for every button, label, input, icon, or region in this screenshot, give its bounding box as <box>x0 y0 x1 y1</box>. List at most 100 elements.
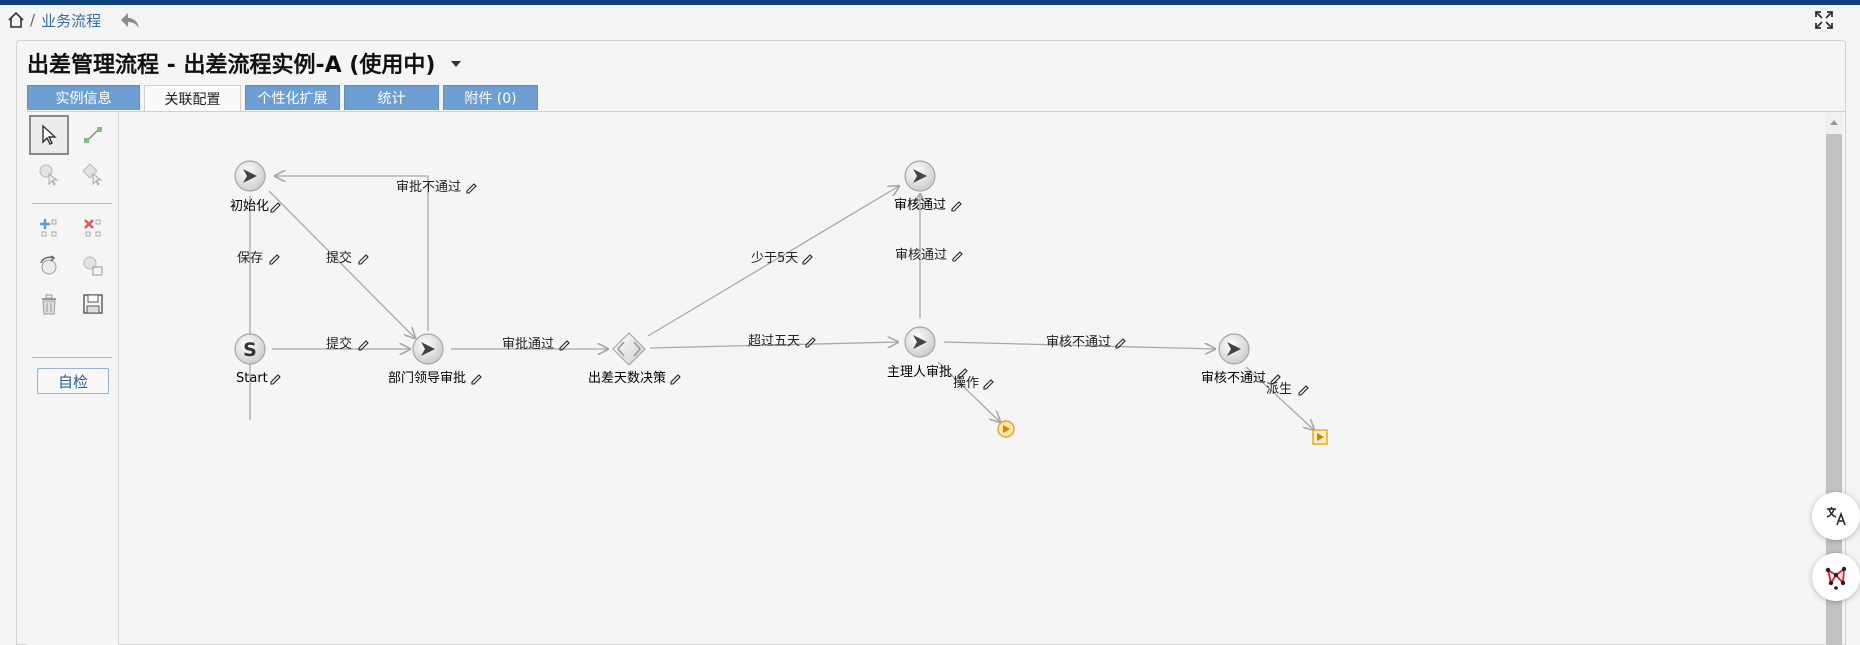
edit-pencil-icon[interactable] <box>270 374 281 385</box>
remove-node-tool[interactable] <box>73 208 113 248</box>
play-arrow-icon <box>913 169 927 183</box>
edge-reject-1[interactable] <box>275 176 429 331</box>
node-label: 审核不通过 <box>1201 371 1266 386</box>
edit-pencil-icon[interactable] <box>358 340 369 351</box>
node-init[interactable]: 初始化 <box>230 160 281 214</box>
title-dropdown-caret-icon[interactable] <box>451 61 462 67</box>
network-nodes-icon <box>1825 566 1847 590</box>
page-title-text: 出差管理流程 - 出差流程实例-A (使用中) <box>27 53 436 78</box>
edit-pencil-icon[interactable] <box>952 251 963 262</box>
tab-association-config[interactable]: 关联配置 <box>144 85 241 112</box>
edge-label-pass-2[interactable]: 审核通过 <box>895 248 963 263</box>
subprocess-icon <box>83 256 103 276</box>
edit-pencil-icon[interactable] <box>670 374 681 385</box>
node-days-decision[interactable]: 出差天数决策 <box>588 332 681 386</box>
edge-label-derive[interactable]: 派生 <box>1266 382 1309 397</box>
select-tool[interactable] <box>29 115 69 155</box>
subprocess-tool[interactable] <box>73 246 113 286</box>
tab-instance-info[interactable]: 实例信息 <box>27 85 140 110</box>
node-start[interactable]: S Start <box>234 333 281 386</box>
save-tool[interactable] <box>73 284 113 324</box>
edge-derive[interactable] <box>1245 366 1314 430</box>
node-manager-approval[interactable]: 主理人审批 <box>887 326 968 380</box>
scroll-up-arrow-icon[interactable] <box>1830 120 1838 125</box>
node-approved[interactable]: 审核通过 <box>894 160 962 213</box>
edge-operate[interactable] <box>937 361 1000 422</box>
toolbox-divider <box>32 203 112 204</box>
edit-pencil-icon[interactable] <box>269 254 280 265</box>
home-icon[interactable] <box>6 10 26 30</box>
edit-pencil-icon[interactable] <box>471 374 482 385</box>
node-label: 部门领导审批 <box>388 371 466 386</box>
svg-text:提交: 提交 <box>326 250 352 266</box>
edge-label-more-than-5[interactable]: 超过五天 <box>748 334 816 349</box>
edit-pencil-icon[interactable] <box>951 201 962 212</box>
play-arrow-icon <box>1227 342 1241 356</box>
node-select-tool[interactable] <box>29 154 69 194</box>
edge-label-submit-1[interactable]: 提交 <box>326 250 369 266</box>
edge-label-less-than-5[interactable]: 少于5天 <box>751 251 813 266</box>
play-arrow-icon <box>243 169 257 183</box>
edge-label-operate[interactable]: 操作 <box>953 375 994 391</box>
page-title: 出差管理流程 - 出差流程实例-A (使用中) <box>27 47 462 79</box>
node-pointer-icon <box>39 164 59 186</box>
diagram-canvas: 保存 提交 审批不通过 提交 审批通过 少于5天 超过五天 审核通过 审核不通过… <box>118 112 1825 645</box>
node-rejected[interactable]: 审核不通过 <box>1201 333 1281 386</box>
delete-tool[interactable] <box>29 284 69 324</box>
edit-pencil-icon[interactable] <box>1270 374 1281 385</box>
edit-pencil-icon[interactable] <box>270 202 281 213</box>
edge-label-pass-1[interactable]: 审批通过 <box>502 337 570 352</box>
edge-label-reject-1[interactable]: 审批不通过 <box>396 180 477 195</box>
connector-icon <box>84 127 102 143</box>
diagram-edges <box>249 176 1314 430</box>
start-symbol: S <box>243 339 257 361</box>
node-label: 初始化 <box>230 199 269 214</box>
process-diagram: 保存 提交 审批不通过 提交 审批通过 少于5天 超过五天 审核通过 审核不通过… <box>230 160 1328 445</box>
edit-pencil-icon[interactable] <box>1115 338 1126 349</box>
svg-text:审核不通过: 审核不通过 <box>1046 335 1111 350</box>
tab-statistics[interactable]: 统计 <box>344 85 439 110</box>
add-node-tool[interactable] <box>29 208 69 248</box>
edit-pencil-icon[interactable] <box>805 337 816 348</box>
network-tool-button[interactable] <box>1812 553 1860 601</box>
node-label: 出差天数决策 <box>588 370 666 386</box>
node-label: 主理人审批 <box>887 365 952 380</box>
gateway-select-tool[interactable] <box>73 154 113 194</box>
edit-pencil-icon[interactable] <box>983 379 994 390</box>
edge-label-save[interactable]: 保存 <box>237 251 280 266</box>
self-check-button[interactable]: 自检 <box>37 368 109 394</box>
node-label: 审核通过 <box>894 198 946 213</box>
node-derived-subprocess[interactable] <box>1312 429 1328 445</box>
edit-pencil-icon[interactable] <box>466 183 477 194</box>
connect-tool[interactable] <box>73 115 113 155</box>
tab-attachments[interactable]: 附件 (0) <box>443 85 538 110</box>
translate-button[interactable] <box>1812 492 1860 540</box>
tab-underline <box>27 111 1845 112</box>
edge-submit-1[interactable] <box>268 190 415 338</box>
edit-pencil-icon[interactable] <box>802 254 813 265</box>
rotate-tool[interactable] <box>29 246 69 286</box>
edge-more-than-5[interactable] <box>649 342 898 349</box>
edit-pencil-icon[interactable] <box>957 368 968 379</box>
fullscreen-icon[interactable] <box>1814 10 1834 30</box>
edge-label-submit-2[interactable]: 提交 <box>326 336 369 352</box>
edge-reject-2[interactable] <box>943 341 1215 349</box>
svg-text:派生: 派生 <box>1266 382 1292 397</box>
back-arrow-icon[interactable] <box>119 11 141 29</box>
edit-pencil-icon[interactable] <box>358 254 369 265</box>
edit-pencil-icon[interactable] <box>559 340 570 351</box>
svg-text:操作: 操作 <box>953 375 979 391</box>
save-disk-icon <box>83 294 103 314</box>
svg-text:保存: 保存 <box>237 251 263 266</box>
edit-pencil-icon[interactable] <box>1298 385 1309 396</box>
tab-personalization[interactable]: 个性化扩展 <box>245 85 340 110</box>
node-dept-approval[interactable]: 部门领导审批 <box>388 333 482 386</box>
node-operate-subprocess[interactable] <box>997 420 1015 438</box>
svg-text:审批通过: 审批通过 <box>502 337 554 352</box>
trash-icon <box>42 294 56 315</box>
edge-less-than-5[interactable] <box>647 186 899 337</box>
breadcrumb-link[interactable]: 业务流程 <box>41 11 102 30</box>
add-node-icon <box>40 219 57 237</box>
toolbox-divider <box>32 357 112 358</box>
edge-label-reject-2[interactable]: 审核不通过 <box>1046 335 1126 350</box>
